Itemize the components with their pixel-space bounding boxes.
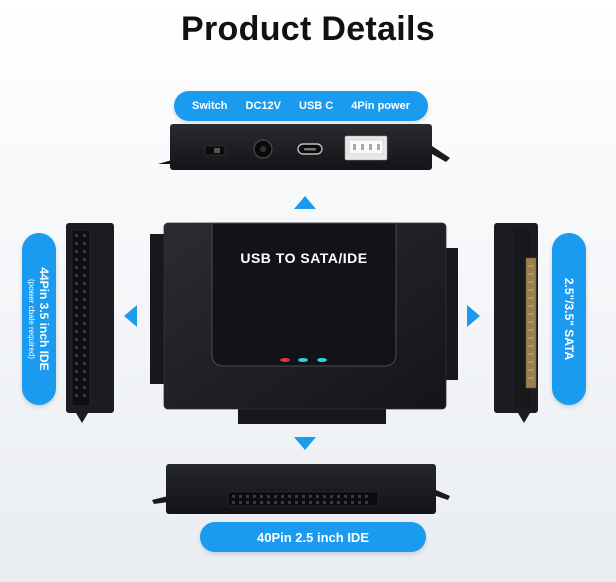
switch-label: Switch — [192, 100, 228, 112]
arrow-down-icon — [294, 437, 316, 450]
led-red-icon — [280, 358, 290, 362]
power-cable-note: (power cbale required) — [27, 278, 36, 360]
44pin-ide-label: 44Pin 3.5 inch IDE — [37, 267, 51, 371]
bottom-side-view-device — [152, 464, 450, 514]
arrow-left-icon — [124, 305, 137, 327]
4pin-power-label: 4Pin power — [351, 100, 410, 112]
led-cyan-2-icon — [317, 358, 327, 362]
sata-label: 2.5"/3.5" SATA — [562, 277, 576, 361]
page-title: Product Details — [181, 10, 435, 48]
right-side-view-device — [494, 223, 538, 423]
left-port-label-pill: 44Pin 3.5 inch IDE (power cbale required… — [22, 233, 56, 405]
arrow-up-icon — [294, 196, 316, 209]
device-label: USB TO SATA/IDE — [240, 250, 368, 266]
right-port-label-pill: 2.5"/3.5" SATA — [552, 233, 586, 405]
40pin-ide-label: 40Pin 2.5 inch IDE — [257, 529, 369, 545]
top-side-view-device — [158, 124, 450, 170]
led-cyan-icon — [298, 358, 308, 362]
bottom-port-label-pill: 40Pin 2.5 inch IDE — [200, 522, 426, 552]
dc12v-label: DC12V — [245, 100, 281, 112]
arrow-right-icon — [467, 305, 480, 327]
left-side-view-device — [66, 223, 114, 423]
center-adapter-device — [150, 222, 458, 424]
top-ports-label-bar: Switch DC12V USB C 4Pin power — [174, 91, 428, 121]
usb-c-label: USB C — [299, 100, 334, 112]
